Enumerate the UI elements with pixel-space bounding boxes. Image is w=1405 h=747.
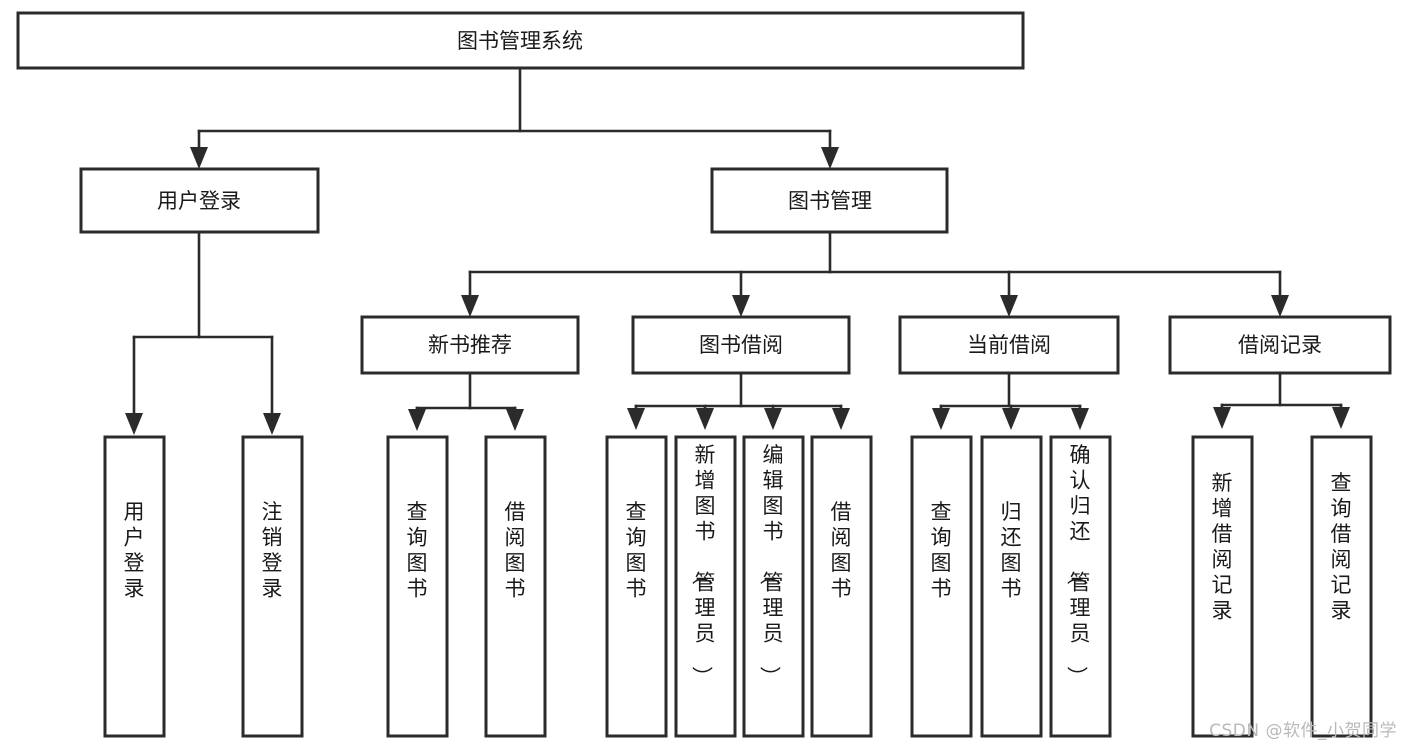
leaf-node-add-borrow-record-label: 新增借阅记录	[1212, 471, 1233, 623]
node-root-label: 图书管理系统	[457, 29, 583, 53]
node-root[interactable]: 图书管理系统	[16, 11, 1025, 70]
connector-borrow-record-to-leaves	[1213, 371, 1350, 429]
leaf-node-borrow-book-label: 借阅图书	[831, 500, 852, 601]
connector-user-login-to-leaves	[125, 230, 281, 435]
node-user-login[interactable]: 用户登录	[79, 167, 320, 234]
leaf-node-add-book-admin[interactable]: 新增图书（管理员）	[674, 435, 737, 738]
leaf-node-user-login[interactable]: 用户登录	[103, 435, 166, 738]
node-current-borrow[interactable]: 当前借阅	[898, 315, 1120, 375]
leaf-node-query-book-borrow[interactable]: 查询图书	[605, 435, 668, 738]
leaf-node-edit-book-admin[interactable]: 编辑图书（管理员）	[742, 435, 805, 738]
leaf-node-logout-label: 注销登录	[262, 500, 283, 601]
leaf-node-borrow-book-recommend-label: 借阅图书	[505, 500, 526, 601]
node-book-management[interactable]: 图书管理	[710, 167, 949, 234]
leaf-node-return-book-label: 归还图书	[1001, 500, 1022, 601]
leaf-node-edit-book-admin-label: 编辑图书（管理员）	[758, 443, 784, 687]
leaf-node-query-book-recommend[interactable]: 查询图书	[386, 435, 449, 738]
leaf-node-borrow-book-recommend[interactable]: 借阅图书	[484, 435, 547, 738]
node-book-borrow[interactable]: 图书借阅	[631, 315, 851, 375]
node-borrow-record-label: 借阅记录	[1238, 333, 1322, 357]
node-current-borrow-label: 当前借阅	[967, 333, 1051, 357]
leaf-node-query-borrow-record-label: 查询借阅记录	[1331, 471, 1352, 623]
connector-new-book-to-leaves	[408, 371, 524, 431]
connector-current-borrow-to-leaves	[932, 371, 1089, 430]
leaf-node-query-book-borrow-label: 查询图书	[626, 500, 647, 601]
leaf-node-logout[interactable]: 注销登录	[241, 435, 304, 738]
leaf-node-borrow-book[interactable]: 借阅图书	[810, 435, 873, 738]
leaf-node-return-book[interactable]: 归还图书	[980, 435, 1043, 738]
node-borrow-record[interactable]: 借阅记录	[1168, 315, 1392, 375]
node-new-book-recommend[interactable]: 新书推荐	[360, 315, 580, 375]
leaf-node-query-borrow-record[interactable]: 查询借阅记录	[1310, 435, 1373, 738]
leaf-node-query-book-current[interactable]: 查询图书	[910, 435, 973, 738]
leaf-node-user-login-label: 用户登录	[124, 500, 145, 601]
node-book-borrow-label: 图书借阅	[699, 333, 783, 357]
connector-root-to-level2	[190, 66, 839, 169]
leaf-node-query-book-current-label: 查询图书	[931, 500, 952, 601]
csdn-watermark: CSDN @软件_小贺同学	[1209, 721, 1397, 741]
leaf-node-confirm-return-admin-label: 确认归还（管理员）	[1065, 443, 1091, 687]
node-new-book-recommend-label: 新书推荐	[428, 333, 512, 357]
leaf-node-confirm-return-admin[interactable]: 确认归还（管理员）	[1049, 435, 1112, 738]
connector-borrow-to-leaves	[627, 371, 850, 430]
node-book-management-label: 图书管理	[788, 189, 872, 213]
leaf-node-add-borrow-record[interactable]: 新增借阅记录	[1191, 435, 1254, 738]
leaf-node-query-book-recommend-label: 查询图书	[407, 500, 428, 601]
node-user-login-label: 用户登录	[157, 189, 241, 213]
leaf-node-add-book-admin-label: 新增图书（管理员）	[690, 443, 716, 687]
connector-book-mgmt-to-level3	[461, 230, 1289, 317]
